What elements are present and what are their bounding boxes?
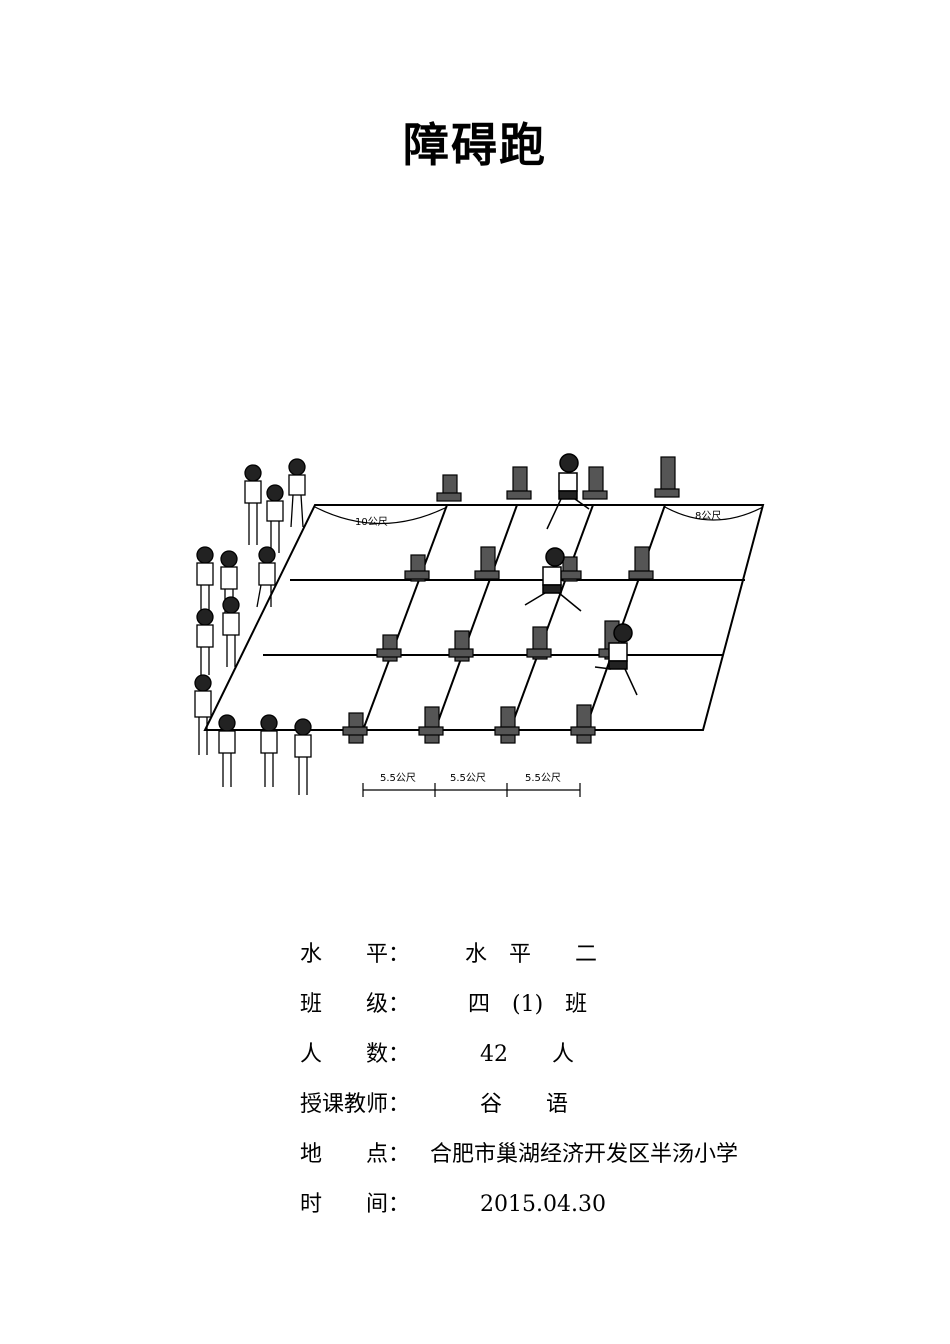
info-row-class: 班 级： 四 (1) 班	[300, 980, 820, 1030]
hurdle-chair	[654, 456, 680, 498]
info-value: 水 平 二	[465, 942, 598, 967]
info-label: 班 级：	[300, 992, 411, 1017]
hurdle-chair	[494, 706, 520, 744]
info-row-teacher: 授课教师： 谷 语	[300, 1080, 820, 1130]
column-line	[434, 504, 518, 731]
hurdle-chair	[418, 706, 444, 744]
dimension-label: 8公尺	[695, 510, 721, 522]
info-row-count: 人 数： 42 人	[300, 1030, 820, 1080]
student-figure	[244, 464, 262, 545]
student-figure	[222, 596, 240, 667]
student-figure	[194, 674, 212, 755]
info-row-time: 时 间： 2015.04.30	[300, 1180, 820, 1230]
hurdle-chair	[506, 466, 532, 500]
info-value: 2015.04.30	[480, 1192, 606, 1217]
student-figure	[266, 484, 284, 553]
hurdle-chair	[526, 626, 552, 660]
student-figure	[196, 608, 214, 675]
info-label: 地 点：	[300, 1142, 411, 1167]
dimension-arc-left	[314, 506, 448, 525]
column-line	[509, 504, 594, 731]
info-row-level: 水 平： 水 平 二	[300, 930, 820, 980]
column-line	[362, 504, 448, 731]
student-figure	[196, 546, 214, 615]
info-value: 合肥市巢湖经济开发区半汤小学	[430, 1142, 739, 1167]
field-outline	[203, 504, 765, 731]
hurdle-chair	[436, 474, 462, 502]
dimension-label: 5.5公尺	[525, 772, 561, 784]
info-label: 授课教师：	[300, 1092, 411, 1117]
runner-figure	[524, 547, 582, 612]
hurdle-chair	[570, 704, 596, 744]
student-figure	[256, 546, 276, 608]
dimension-label: 10公尺	[355, 516, 388, 528]
dimension-arc-right	[664, 506, 764, 521]
hurdle-chair	[628, 546, 654, 580]
student-figure	[220, 550, 238, 615]
student-figure	[218, 714, 236, 787]
lesson-info: 水 平： 水 平 二 班 级： 四 (1) 班 人 数： 42 人 授课教师： …	[300, 930, 820, 1230]
hurdle-chair	[474, 546, 500, 580]
info-row-location: 地 点： 合肥市巢湖经济开发区半汤小学	[300, 1130, 820, 1180]
column-line	[584, 504, 666, 731]
hurdle-chair	[376, 634, 402, 662]
student-figure	[294, 718, 312, 795]
runner-figure	[594, 623, 638, 696]
runner-figure	[546, 453, 590, 530]
info-label: 人 数：	[300, 1042, 411, 1067]
obstacle-course-diagram: 10公尺 8公尺 5.5公尺 5.5公尺 5.5公尺	[194, 453, 765, 797]
page-title: 障碍跑	[403, 118, 547, 172]
info-value: 谷 语	[480, 1092, 569, 1117]
hurdle-chair	[404, 554, 430, 582]
dimension-label: 5.5公尺	[450, 772, 486, 784]
info-label: 时 间：	[300, 1192, 411, 1217]
student-figure	[288, 458, 306, 528]
hurdle-chair	[582, 466, 608, 500]
student-figure	[260, 714, 278, 787]
hurdle-chair	[448, 630, 474, 662]
info-value: 42 人	[480, 1042, 574, 1067]
info-value: 四 (1) 班	[468, 992, 588, 1017]
dimension-label: 5.5公尺	[380, 772, 416, 784]
obstacle-course-illustration: 10公尺 8公尺 5.5公尺 5.5公尺 5.5公尺	[185, 445, 775, 810]
hurdle-chair	[342, 712, 368, 744]
info-label: 水 平：	[300, 942, 411, 967]
